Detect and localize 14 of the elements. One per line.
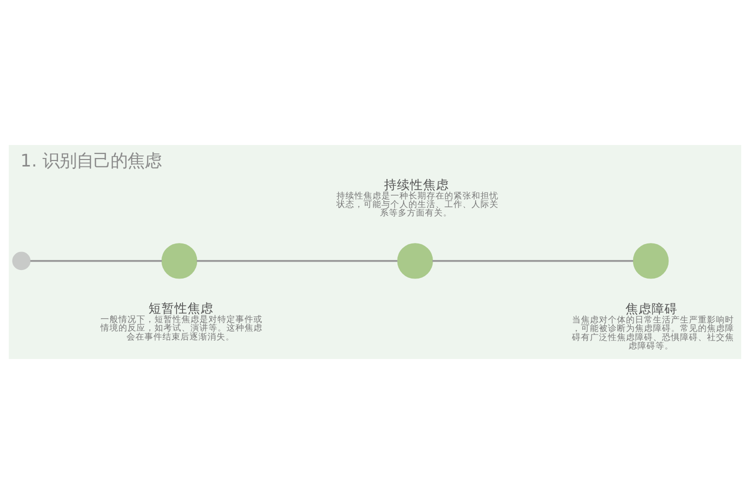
node-label: 当焦虑对个体的日常生活产生严重影响时，可能被诊断为焦虑障碍。常见的焦虑障碍有广泛性焦虑障碍、恐惧障碍、社交焦虑障碍等。 <box>572 314 734 352</box>
node-label: 持续性焦虑是一种长期存在的紧张和担忧状态，可能与个人的生活、工作、人际关系等多方面有关。 <box>336 190 498 218</box>
node-circle <box>12 251 31 270</box>
node-label: 一般情况下，短暂性焦虑是对特定事件或情境的反应，如考试、演讲等。这种焦虑会在事件结束后逐渐消失。 <box>100 314 263 342</box>
connector <box>196 259 398 262</box>
connector <box>432 259 634 262</box>
diagram-title: 1. 识别自己的焦虑 <box>20 151 162 172</box>
node-label: 持续性焦虑 <box>384 176 450 192</box>
connector <box>30 259 162 262</box>
node-label: 短暂性焦虑 <box>148 300 214 316</box>
node-circle <box>632 242 669 278</box>
node-circle <box>397 242 433 278</box>
node-label: 焦虑障碍 <box>626 300 678 316</box>
node-circle <box>161 242 198 278</box>
